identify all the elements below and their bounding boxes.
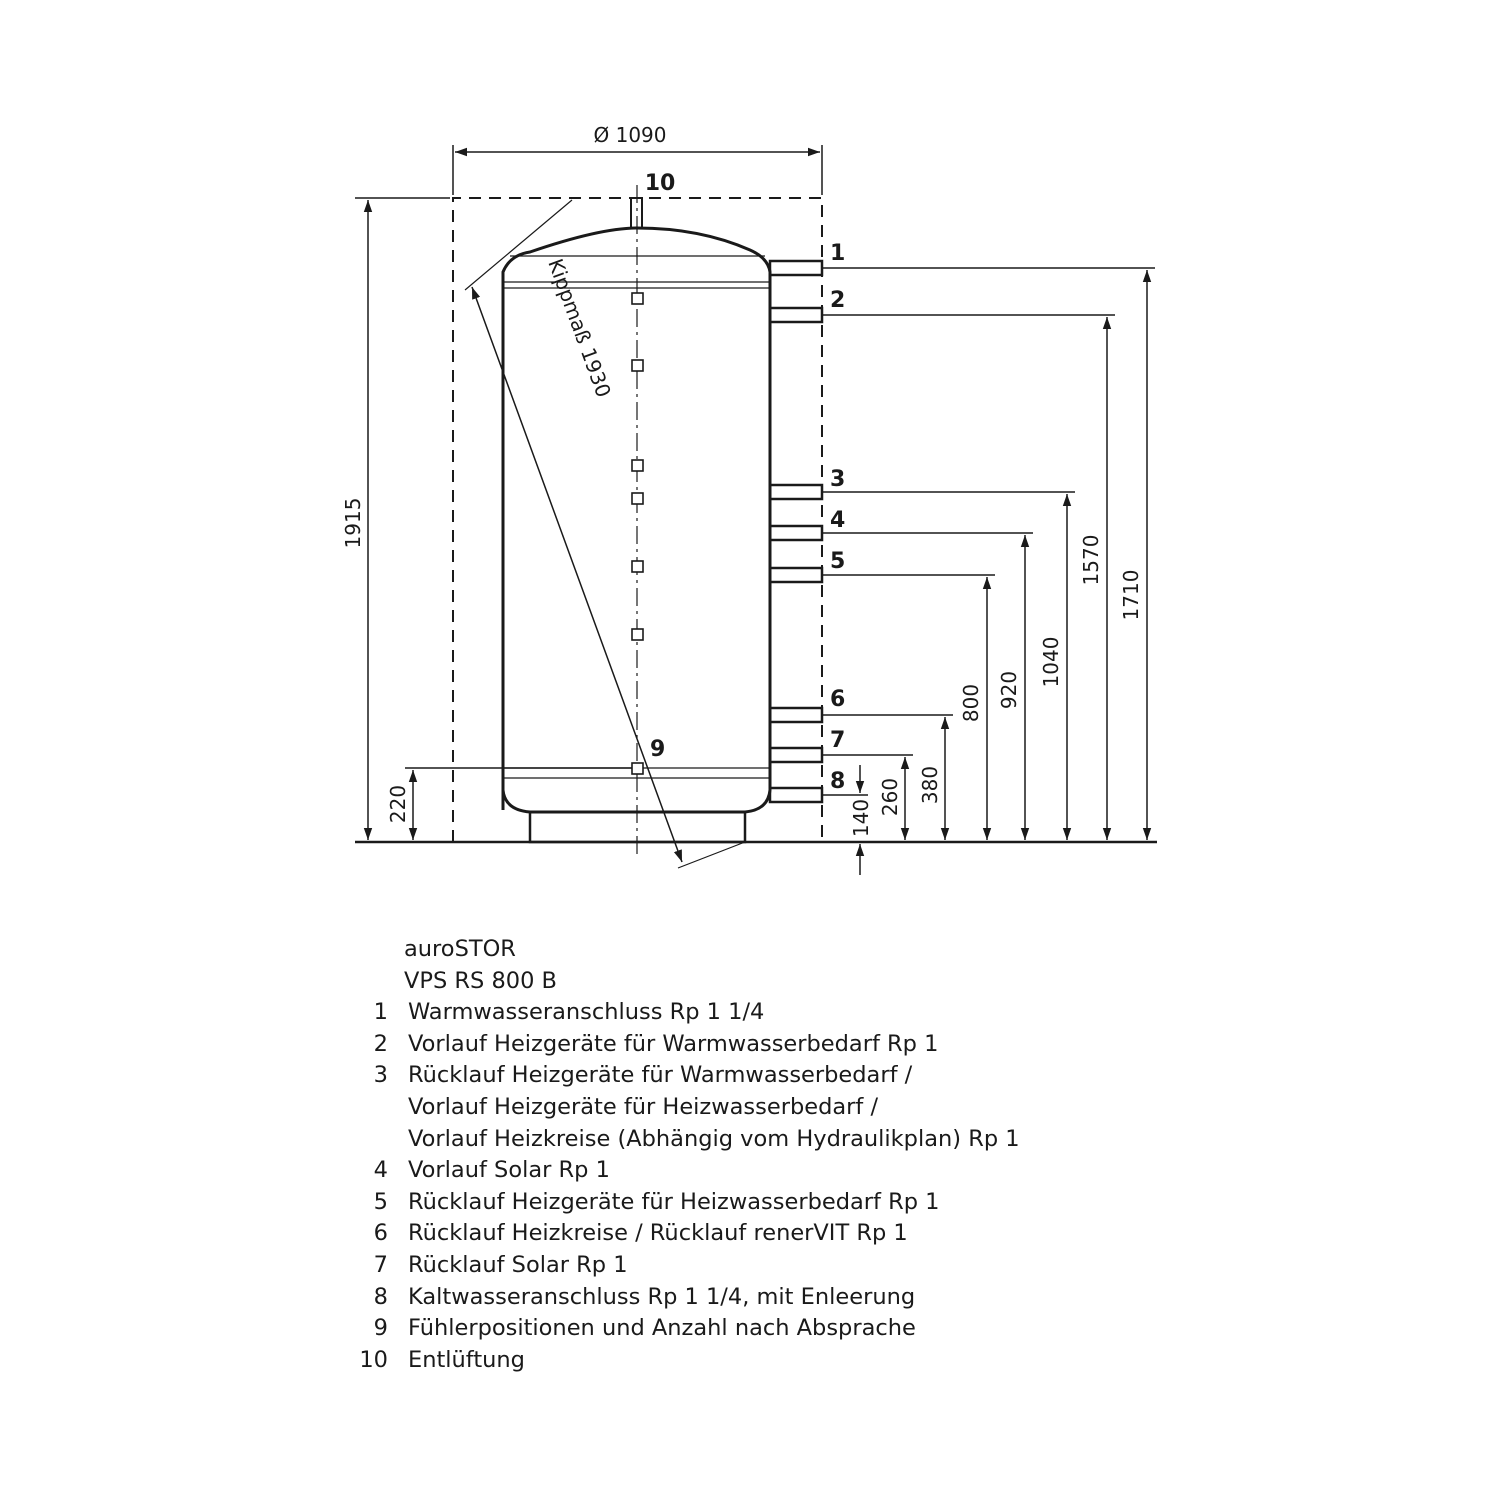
legend-item: 6 Rücklauf Heizkreise / Rücklauf renerVIT…: [340, 1218, 1020, 1250]
legend-item: 4 Vorlauf Solar Rp 1: [340, 1155, 1020, 1187]
legend-item-number: 5: [373, 1188, 388, 1215]
legend-item-number: 4: [373, 1157, 388, 1184]
legend-item-text: Rücklauf Solar Rp 1: [408, 1251, 628, 1278]
connection-number: 3: [830, 467, 845, 492]
model-name: VPS RS 800 B: [404, 967, 557, 994]
connection-numbers: 1 2 3 4 5 6 7 8: [830, 241, 845, 794]
legend-item-text: Entlüftung: [408, 1346, 525, 1373]
legend-item-number: 9: [373, 1315, 388, 1342]
legend-item: 10 Entlüftung: [340, 1345, 1020, 1377]
dim-220: 220: [386, 785, 410, 823]
dimension-values: 1710 1570 1040 920 800 380 260 140 1915 …: [341, 498, 1143, 838]
legend-item: 8 Kaltwasseranschluss Rp 1 1/4, mit Enlee…: [340, 1282, 1020, 1314]
legend-item-text: Vorlauf Heizgeräte für Warmwasserbedarf …: [408, 1030, 939, 1057]
dim-260: 260: [878, 778, 902, 816]
connection-number: 1: [830, 241, 845, 266]
vent-label: 10: [645, 171, 676, 196]
tilt-dimension: [471, 286, 683, 863]
legend-item: 9 Fühlerpositionen und Anzahl nach Abspra…: [340, 1313, 1020, 1345]
legend-item-text: Rücklauf Heizgeräte für Warmwasserbedarf…: [408, 1062, 913, 1089]
dim-1710: 1710: [1119, 570, 1143, 621]
dim-1570: 1570: [1079, 535, 1103, 586]
dim-1040: 1040: [1039, 637, 1063, 688]
dim-140: 140: [849, 799, 873, 837]
legend-item-number: 8: [373, 1283, 388, 1310]
legend-item-number: 6: [373, 1220, 388, 1247]
legend-item-text: Rücklauf Heizgeräte für Heizwasserbedarf…: [408, 1188, 940, 1215]
legend-item: Vorlauf Heizgeräte für Heizwasserbedarf …: [340, 1092, 1020, 1124]
dim-800: 800: [959, 684, 983, 722]
legend-item-number: 3: [373, 1062, 388, 1089]
legend-item: 3 Rücklauf Heizgeräte für Warmwasserbedar…: [340, 1060, 1020, 1092]
diameter-label: Ø 1090: [594, 123, 667, 147]
connection-stubs: [768, 259, 824, 804]
height-dimensions: [363, 200, 1152, 875]
legend-item: 2 Vorlauf Heizgeräte für Warmwasserbedarf…: [340, 1029, 1020, 1061]
legend-item-number: 1: [373, 999, 388, 1026]
product-name: auroSTOR: [404, 936, 516, 962]
connection-number: 6: [830, 687, 845, 712]
legend-item: Vorlauf Heizkreise (Abhängig vom Hydraul…: [340, 1124, 1020, 1156]
legend-item-text: Kaltwasseranschluss Rp 1 1/4, mit Enleer…: [408, 1283, 916, 1310]
tilt-label: Kippmaß 1930: [543, 255, 616, 400]
legend-item-number: 7: [373, 1251, 388, 1278]
dim-920: 920: [997, 671, 1021, 709]
legend-item-text: Vorlauf Heizkreise (Abhängig vom Hydraul…: [408, 1125, 1020, 1152]
legend-item-text: Vorlauf Heizgeräte für Heizwasserbedarf …: [408, 1093, 879, 1120]
legend-item-number: 10: [359, 1346, 388, 1373]
legend-item-text: Fühlerpositionen und Anzahl nach Absprac…: [408, 1315, 916, 1342]
legend-item-number: 2: [373, 1030, 388, 1057]
legend-item: 7 Rücklauf Solar Rp 1: [340, 1250, 1020, 1282]
legend: auroSTOR VPS RS 800 B 1 Warmwasseranschlu…: [340, 934, 1020, 1377]
connection-number: 8: [830, 769, 845, 794]
connection-number: 5: [830, 549, 845, 574]
dim-380: 380: [918, 766, 942, 804]
legend-item-text: Vorlauf Solar Rp 1: [408, 1157, 610, 1184]
dim-1915: 1915: [341, 498, 365, 549]
connection-number: 4: [830, 508, 845, 533]
sensor-label: 9: [650, 737, 665, 762]
legend-item-text: Rücklauf Heizkreise / Rücklauf renerVIT …: [408, 1220, 908, 1247]
connection-number: 2: [830, 288, 845, 313]
legend-item: 1 Warmwasseranschluss Rp 1 1/4: [340, 997, 1020, 1029]
legend-item-text: Warmwasseranschluss Rp 1 1/4: [408, 999, 765, 1026]
legend-item-number: [340, 1124, 408, 1156]
connection-number: 7: [830, 728, 845, 753]
legend-item-number: [340, 1092, 408, 1124]
legend-item: 5 Rücklauf Heizgeräte für Heizwasserbedar…: [340, 1187, 1020, 1219]
